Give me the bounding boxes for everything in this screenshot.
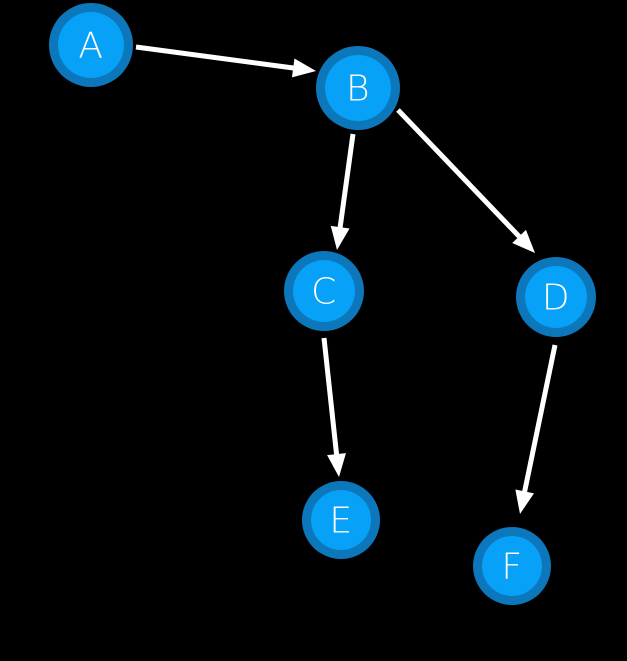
node-d-label: D bbox=[542, 278, 570, 319]
edge-b-to-d[interactable] bbox=[396, 108, 535, 253]
edge-c-to-e[interactable] bbox=[321, 337, 346, 477]
edge-c-to-e-line bbox=[321, 337, 340, 458]
node-f-fill bbox=[482, 536, 542, 596]
edge-a-to-b[interactable] bbox=[135, 44, 316, 78]
node-e-label: E bbox=[329, 501, 352, 542]
edge-d-to-f[interactable] bbox=[515, 344, 558, 514]
edge-d-to-f-arrowhead bbox=[515, 489, 534, 514]
node-d[interactable]: D bbox=[516, 257, 596, 337]
nodes-layer: A B C D E bbox=[49, 3, 596, 605]
node-b[interactable]: B bbox=[316, 46, 400, 130]
node-b-label: B bbox=[346, 69, 370, 110]
edge-b-to-c-arrowhead bbox=[330, 225, 350, 250]
node-a[interactable]: A bbox=[49, 3, 133, 87]
node-a-fill bbox=[58, 12, 124, 78]
node-d-fill bbox=[525, 266, 587, 328]
node-c[interactable]: C bbox=[284, 251, 364, 331]
edge-b-to-d-arrowhead bbox=[512, 229, 535, 253]
edge-b-to-c-line bbox=[337, 133, 356, 231]
node-a-label: A bbox=[78, 26, 103, 67]
edge-d-to-f-line bbox=[521, 344, 558, 495]
node-c-fill bbox=[293, 260, 355, 322]
edge-b-to-c[interactable] bbox=[330, 133, 356, 250]
edge-b-to-d-line bbox=[396, 108, 523, 241]
node-f-label: F bbox=[501, 547, 522, 588]
node-c-label: C bbox=[311, 272, 337, 313]
node-e-fill bbox=[311, 490, 371, 550]
node-e[interactable]: E bbox=[302, 481, 380, 559]
edges-layer bbox=[135, 44, 558, 514]
edge-c-to-e-arrowhead bbox=[327, 453, 346, 477]
edge-a-to-b-arrowhead bbox=[291, 58, 316, 78]
node-f[interactable]: F bbox=[473, 527, 551, 605]
node-b-fill bbox=[325, 55, 391, 121]
edge-a-to-b-line bbox=[135, 44, 297, 71]
